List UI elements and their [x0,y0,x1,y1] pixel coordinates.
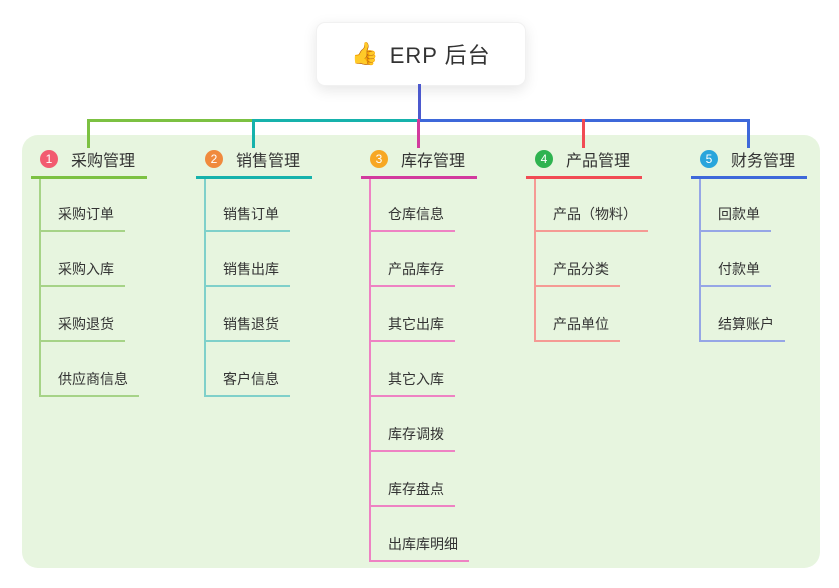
bus-segment-teal [252,119,423,122]
child-node[interactable]: 产品库存 [369,259,455,287]
branch-children-trunk-line [699,179,701,341]
branch-node-label: 产品管理 [566,153,631,170]
branch-number-badge: 4 [535,150,553,168]
branch-number-badge: 1 [40,150,58,168]
branch-node-5[interactable]: 5 财务管理 [700,148,795,170]
branch-drop-line [747,119,750,148]
child-node[interactable]: 销售出库 [204,259,290,287]
branch-underline [526,176,642,179]
thumbs-up-icon: 👍 [351,41,380,66]
child-node[interactable]: 仓库信息 [369,204,455,232]
branch-underline [691,176,807,179]
child-node[interactable]: 供应商信息 [39,369,139,397]
branch-underline [196,176,312,179]
child-node[interactable]: 结算账户 [699,314,785,342]
child-node[interactable]: 产品分类 [534,259,620,287]
bus-segment-green [87,119,255,122]
branch-drop-line [582,119,585,148]
child-node[interactable]: 出库库明细 [369,534,469,562]
branch-children-trunk-line [204,179,206,396]
branch-drop-line [87,119,90,148]
branch-node-1[interactable]: 1 采购管理 [40,148,135,170]
branch-node-2[interactable]: 2 销售管理 [205,148,300,170]
child-node[interactable]: 采购入库 [39,259,125,287]
child-node[interactable]: 销售订单 [204,204,290,232]
branch-node-label: 采购管理 [71,153,136,170]
root-node-label: ERP 后台 [389,43,491,68]
child-node[interactable]: 库存调拨 [369,424,455,452]
branch-node-label: 财务管理 [731,153,796,170]
branches-background-panel [22,135,820,568]
child-node[interactable]: 采购订单 [39,204,125,232]
child-node[interactable]: 其它入库 [369,369,455,397]
branch-children-trunk-line [369,179,371,561]
child-node[interactable]: 产品（物料） [534,204,648,232]
branch-children-trunk-line [534,179,536,341]
child-node[interactable]: 回款单 [699,204,771,232]
child-node[interactable]: 其它出库 [369,314,455,342]
branch-drop-line [252,119,255,148]
mindmap-root-node[interactable]: 👍 ERP 后台 [316,22,526,86]
branch-number-badge: 2 [205,150,223,168]
branch-underline [361,176,477,179]
branch-node-4[interactable]: 4 产品管理 [535,148,630,170]
root-stem-line [418,84,421,121]
child-node[interactable]: 库存盘点 [369,479,455,507]
child-node[interactable]: 销售退货 [204,314,290,342]
branch-node-3[interactable]: 3 库存管理 [370,148,465,170]
branch-number-badge: 3 [370,150,388,168]
branch-children-trunk-line [39,179,41,396]
child-node[interactable]: 付款单 [699,259,771,287]
branch-node-label: 销售管理 [236,153,301,170]
branch-drop-line [417,119,420,148]
child-node[interactable]: 客户信息 [204,369,290,397]
branch-node-label: 库存管理 [401,153,466,170]
child-node[interactable]: 产品单位 [534,314,620,342]
branch-underline [31,176,147,179]
child-node[interactable]: 采购退货 [39,314,125,342]
branch-number-badge: 5 [700,150,718,168]
